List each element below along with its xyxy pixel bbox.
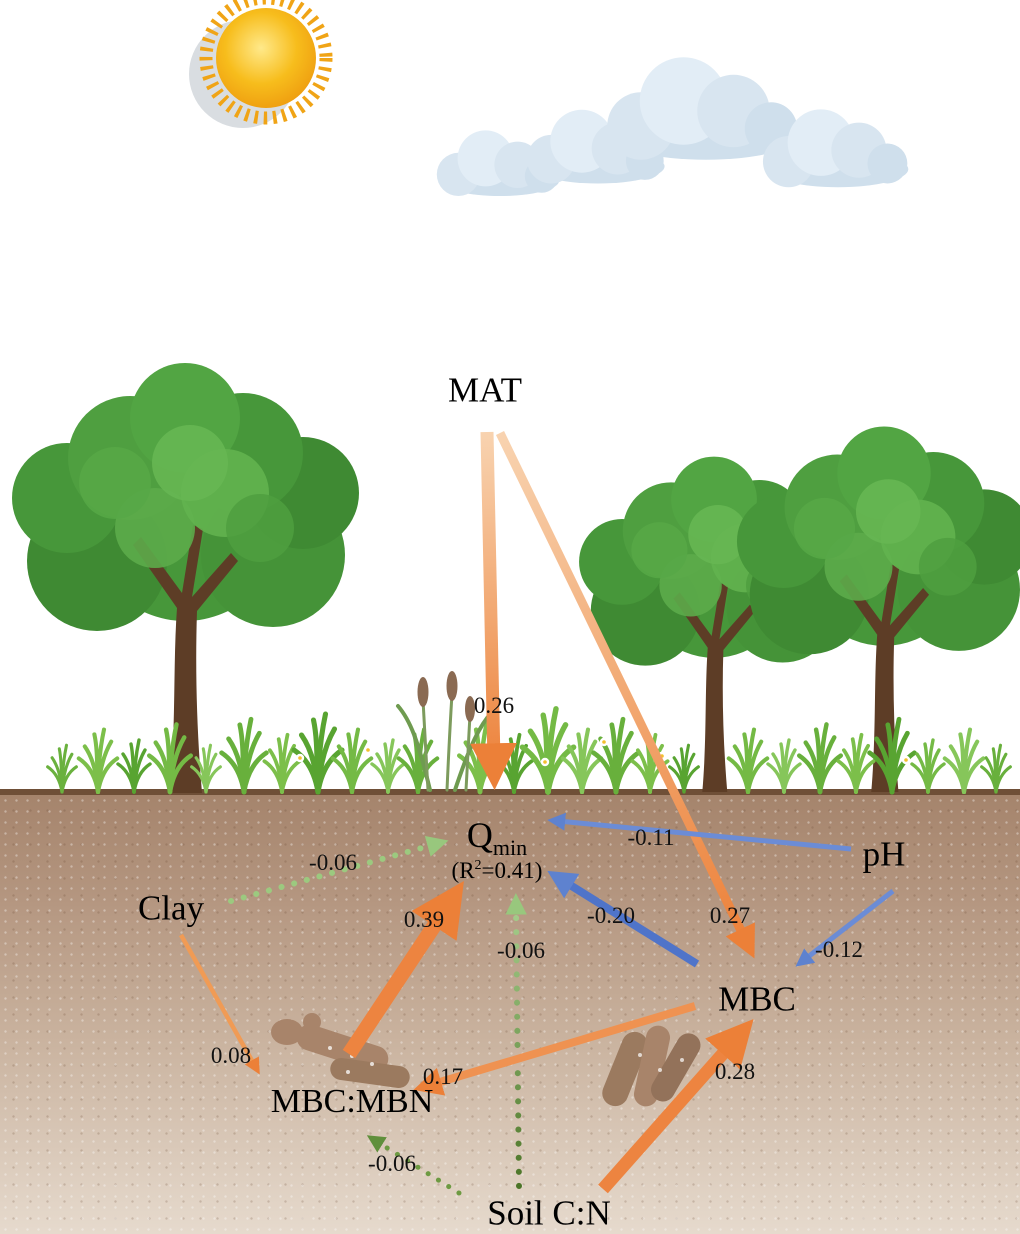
grass-strip [46, 709, 1012, 792]
tree-right-inner-icon [579, 456, 850, 792]
edge-label-mat-qmin: 0.26 [473, 693, 515, 718]
sun-icon [189, 0, 333, 128]
reeds-icon [396, 671, 494, 792]
tree-left-icon [12, 363, 359, 793]
arrow-mat-to-qmin [470, 431, 517, 791]
flowers-icon [295, 737, 911, 767]
cloud-icon [436, 57, 909, 196]
soil-ground [0, 795, 1020, 1234]
tree-right-outer-icon [736, 426, 1020, 792]
node-mat: MAT [448, 370, 522, 410]
